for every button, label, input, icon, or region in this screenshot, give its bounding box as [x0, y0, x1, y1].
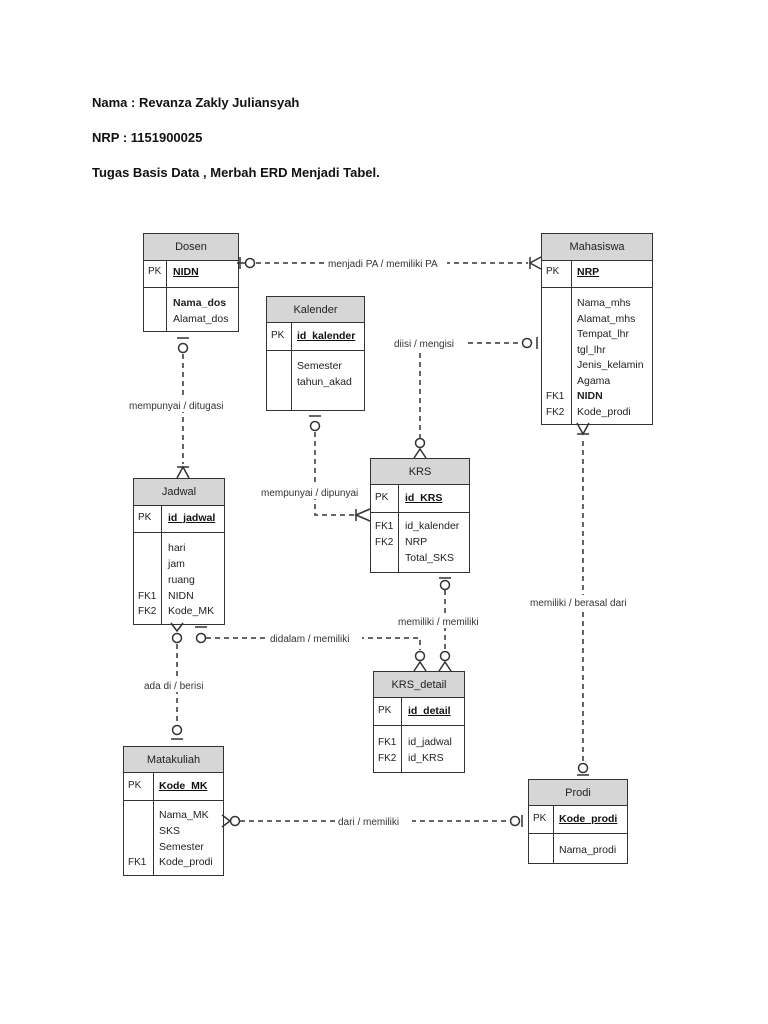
attr-field: Nama_mhs — [577, 297, 631, 309]
pk-row — [529, 806, 627, 834]
entity-title: KRS — [371, 459, 469, 485]
fk-tag: FK2 — [378, 753, 397, 764]
entity-kalender: Kalender PK id_kalender Semester tahun_a… — [266, 296, 365, 411]
entity-mahasiswa: Mahasiswa PK NRP Nama_mhs Alamat_mhs Tem… — [541, 233, 653, 425]
pk-field: NIDN — [173, 266, 199, 278]
rel-line-kalender-krs — [314, 432, 358, 516]
pk-tag: PK — [533, 813, 547, 824]
pk-field: id_KRS — [405, 492, 443, 504]
entity-jadwal: Jadwal PK id_jadwal hari jam ruang NIDN … — [133, 478, 225, 625]
entity-dosen: Dosen PK NIDN Nama_dos Alamat_dos — [143, 233, 239, 332]
fk-field: NIDN — [168, 590, 194, 602]
attr-field: Alamat_dos — [173, 313, 229, 325]
fk-field: Kode_prodi — [577, 406, 631, 418]
rel-label-kalender-krs: mempunyai / dipunyai — [261, 488, 358, 499]
entity-title: Dosen — [144, 234, 238, 261]
pk-tag: PK — [271, 330, 285, 341]
pk-field: NRP — [577, 266, 600, 278]
pk-row — [371, 485, 469, 513]
rel-label-dosen-mahasiswa: menjadi PA / memiliki PA — [328, 259, 438, 270]
rel-line-mahasiswa-krs — [419, 342, 522, 439]
rel-label-dosen-jadwal: mempunyai / ditugasi — [129, 401, 224, 412]
pk-tag: PK — [378, 705, 392, 716]
pk-field: Kode_MK — [159, 780, 208, 792]
fk-tag: FK2 — [375, 537, 394, 548]
fk-tag: FK2 — [138, 606, 157, 617]
fk-tag: FK1 — [375, 521, 394, 532]
rel-label-matakuliah-prodi: dari / memiliki — [338, 817, 399, 828]
entity-prodi: Prodi PK Kode_prodi Nama_prodi — [528, 779, 628, 864]
pk-row — [144, 261, 238, 288]
fk-tag: FK1 — [138, 591, 157, 602]
attr-field: Nama_dos — [173, 297, 227, 309]
pk-tag: PK — [128, 780, 142, 791]
student-name: Nama : Revanza Zakly Juliansyah — [92, 95, 300, 110]
student-nrp: NRP : 1151900025 — [92, 130, 203, 145]
fk-field: id_jadwal — [408, 736, 452, 748]
attr-field: Agama — [577, 375, 611, 387]
attr-field: Semester — [297, 360, 342, 372]
pk-field: Kode_prodi — [559, 813, 618, 825]
entity-krs-detail: KRS_detail PK id_detail id_jadwal id_KRS… — [373, 671, 465, 773]
entity-title: Kalender — [267, 297, 364, 323]
fk-tag: FK1 — [378, 737, 397, 748]
attr-field: SKS — [159, 825, 181, 837]
attr-field: Total_SKS — [405, 552, 455, 564]
attr-field: jam — [168, 558, 185, 570]
pk-row — [542, 261, 652, 288]
pk-row — [267, 323, 364, 351]
assignment-title: Tugas Basis Data , Merbah ERD Menjadi Ta… — [92, 165, 380, 180]
rel-label-jadwal-matakuliah: ada di / berisi — [144, 681, 203, 692]
attr-field: ruang — [168, 574, 195, 586]
attr-field: Jenis_kelamin — [577, 359, 644, 371]
pk-tag: PK — [148, 266, 162, 277]
attr-field: tahun_akad — [297, 376, 352, 388]
fk-field: Kode_MK — [168, 605, 215, 617]
rel-label-mahasiswa-krs: diisi / mengisi — [394, 339, 454, 350]
pk-field: id_detail — [408, 705, 451, 717]
pk-tag: PK — [138, 512, 152, 523]
rel-label-krs-krsdetail: memiliki / memiliki — [398, 617, 479, 628]
attr-field: Alamat_mhs — [577, 313, 636, 325]
attr-field: Nama_MK — [159, 809, 209, 821]
entity-title: Jadwal — [134, 479, 224, 506]
pk-row — [374, 698, 464, 726]
entity-title: Prodi — [529, 780, 627, 806]
pk-field: id_jadwal — [168, 512, 216, 524]
fk-field: id_kalender — [405, 520, 460, 532]
pk-row — [134, 506, 224, 533]
fk-field: NIDN — [577, 390, 603, 402]
entity-krs: KRS PK id_KRS id_kalender NRP Total_SKS … — [370, 458, 470, 573]
fk-field: Kode_prodi — [159, 856, 213, 868]
pk-tag: PK — [546, 266, 560, 277]
rel-label-jadwal-krsdetail: didalam / memiliki — [270, 634, 349, 645]
entity-title: KRS_detail — [374, 672, 464, 698]
rel-label-mahasiswa-prodi: memiliki / berasal dari — [530, 598, 627, 609]
attr-field: Semester — [159, 841, 204, 853]
entity-title: Matakuliah — [124, 747, 223, 773]
attr-field: Tempat_lhr — [577, 328, 629, 340]
attr-field: hari — [168, 542, 186, 554]
fk-field: id_KRS — [408, 752, 444, 764]
attr-field: tgl_lhr — [577, 344, 606, 356]
pk-field: id_kalender — [297, 330, 356, 342]
fk-tag: FK1 — [546, 391, 565, 402]
attr-field: Nama_prodi — [559, 844, 617, 856]
pk-row — [124, 773, 223, 801]
fk-tag: FK2 — [546, 407, 565, 418]
pk-tag: PK — [375, 492, 389, 503]
entity-matakuliah: Matakuliah PK Kode_MK Nama_MK SKS Semest… — [123, 746, 224, 876]
fk-tag: FK1 — [128, 857, 147, 868]
fk-field: NRP — [405, 536, 428, 548]
entity-title: Mahasiswa — [542, 234, 652, 261]
